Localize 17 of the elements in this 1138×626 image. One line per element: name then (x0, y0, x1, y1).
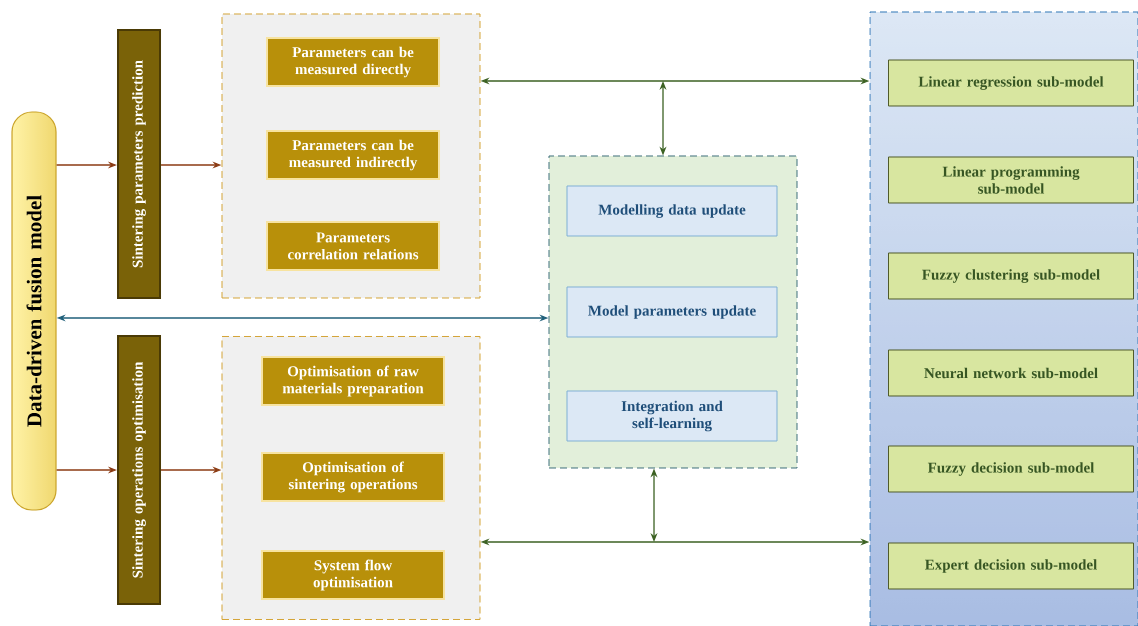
process-box: Parameters can be measured directly (266, 37, 440, 87)
process-box: Optimisation of raw materials preparation (261, 356, 445, 406)
vertical-bar: Sintering parameters prediction (117, 29, 161, 299)
process-box: Optimisation of sintering operations (261, 452, 445, 502)
process-box: System flow optimisation (261, 550, 445, 600)
process-box: Modelling data update (566, 185, 778, 237)
model-box: Linear regression sub-model (888, 59, 1134, 107)
model-box: Neural network sub-model (888, 349, 1134, 397)
model-box: Fuzzy decision sub-model (888, 445, 1134, 493)
vertical-bar: Sintering operations optimisation (117, 335, 161, 605)
process-box: Parameters correlation relations (266, 221, 440, 271)
process-box: Integration and self-learning (566, 390, 778, 442)
model-box: Fuzzy clustering sub-model (888, 252, 1134, 300)
model-box: Expert decision sub-model (888, 542, 1134, 590)
process-box: Parameters can be measured indirectly (266, 130, 440, 180)
process-box: Model parameters update (566, 286, 778, 338)
model-box: Linear programming sub-model (888, 156, 1134, 204)
